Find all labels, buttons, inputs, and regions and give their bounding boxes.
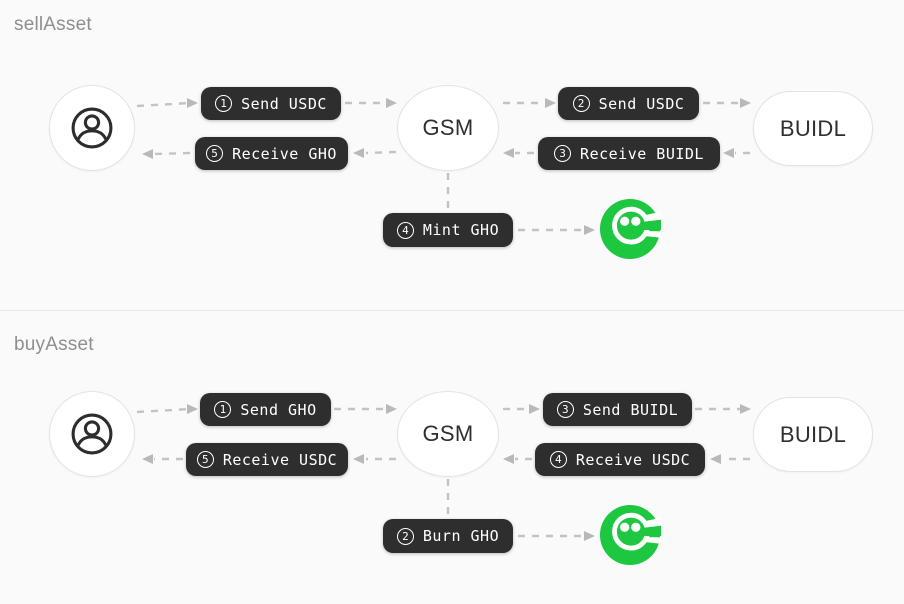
step-number: 1	[215, 95, 233, 112]
step-label: Receive USDC	[222, 450, 338, 469]
user-icon	[71, 107, 113, 149]
step-pill-mint-gho: 4 Mint GHO	[383, 213, 513, 247]
step-number: 4	[396, 221, 414, 239]
step-label: Mint GHO	[422, 221, 500, 239]
step-label: Burn GHO	[422, 527, 500, 545]
gsm-label: GSM	[422, 115, 474, 140]
step-number: 2	[572, 95, 590, 112]
step-label: Receive USDC	[575, 450, 691, 469]
step-pill-receive-usdc-gsm: 4 Receive USDC	[535, 443, 705, 476]
gho-token-icon	[599, 504, 661, 566]
user-node	[49, 85, 135, 171]
gsm-label: GSM	[422, 421, 474, 446]
step-number: 2	[396, 527, 414, 545]
gsm-node: GSM	[397, 391, 499, 477]
step-label: Receive GHO	[232, 144, 337, 163]
section-title-buy: buyAsset	[14, 334, 94, 355]
buidl-node: BUIDL	[753, 91, 873, 166]
user-icon	[71, 413, 113, 455]
step-number: 5	[206, 145, 224, 162]
step-pill-send-usdc-user: 1 Send USDC	[201, 87, 341, 120]
buidl-label: BUIDL	[779, 115, 847, 141]
buy-asset-diagram: buyAsset	[0, 311, 904, 604]
buidl-node: BUIDL	[753, 397, 873, 472]
step-pill-receive-usdc-user: 5 Receive USDC	[186, 443, 348, 476]
step-pill-send-buidl: 3 Send BUIDL	[543, 393, 692, 426]
section-title-sell: sellAsset	[14, 14, 92, 35]
step-number: 5	[196, 451, 214, 468]
step-pill-send-gho: 1 Send GHO	[200, 393, 331, 426]
step-pill-receive-gho: 5 Receive GHO	[195, 137, 348, 170]
step-pill-send-usdc-gsm: 2 Send USDC	[558, 87, 699, 120]
gsm-node: GSM	[397, 85, 499, 171]
step-label: Receive BUIDL	[580, 144, 704, 163]
step-number: 1	[214, 401, 232, 418]
step-number: 4	[549, 451, 567, 468]
step-number: 3	[554, 145, 572, 162]
gho-token-icon	[599, 198, 661, 260]
step-pill-burn-gho: 2 Burn GHO	[383, 519, 513, 553]
step-label: Send USDC	[598, 94, 685, 113]
step-label: Send BUIDL	[582, 400, 679, 419]
step-number: 3	[556, 401, 574, 418]
step-label: Send GHO	[240, 400, 317, 419]
user-node	[49, 391, 135, 477]
buidl-label: BUIDL	[779, 421, 847, 447]
step-pill-receive-buidl: 3 Receive BUIDL	[538, 137, 720, 170]
step-label: Send USDC	[241, 94, 327, 113]
sell-asset-diagram: sellAsset	[0, 14, 904, 311]
